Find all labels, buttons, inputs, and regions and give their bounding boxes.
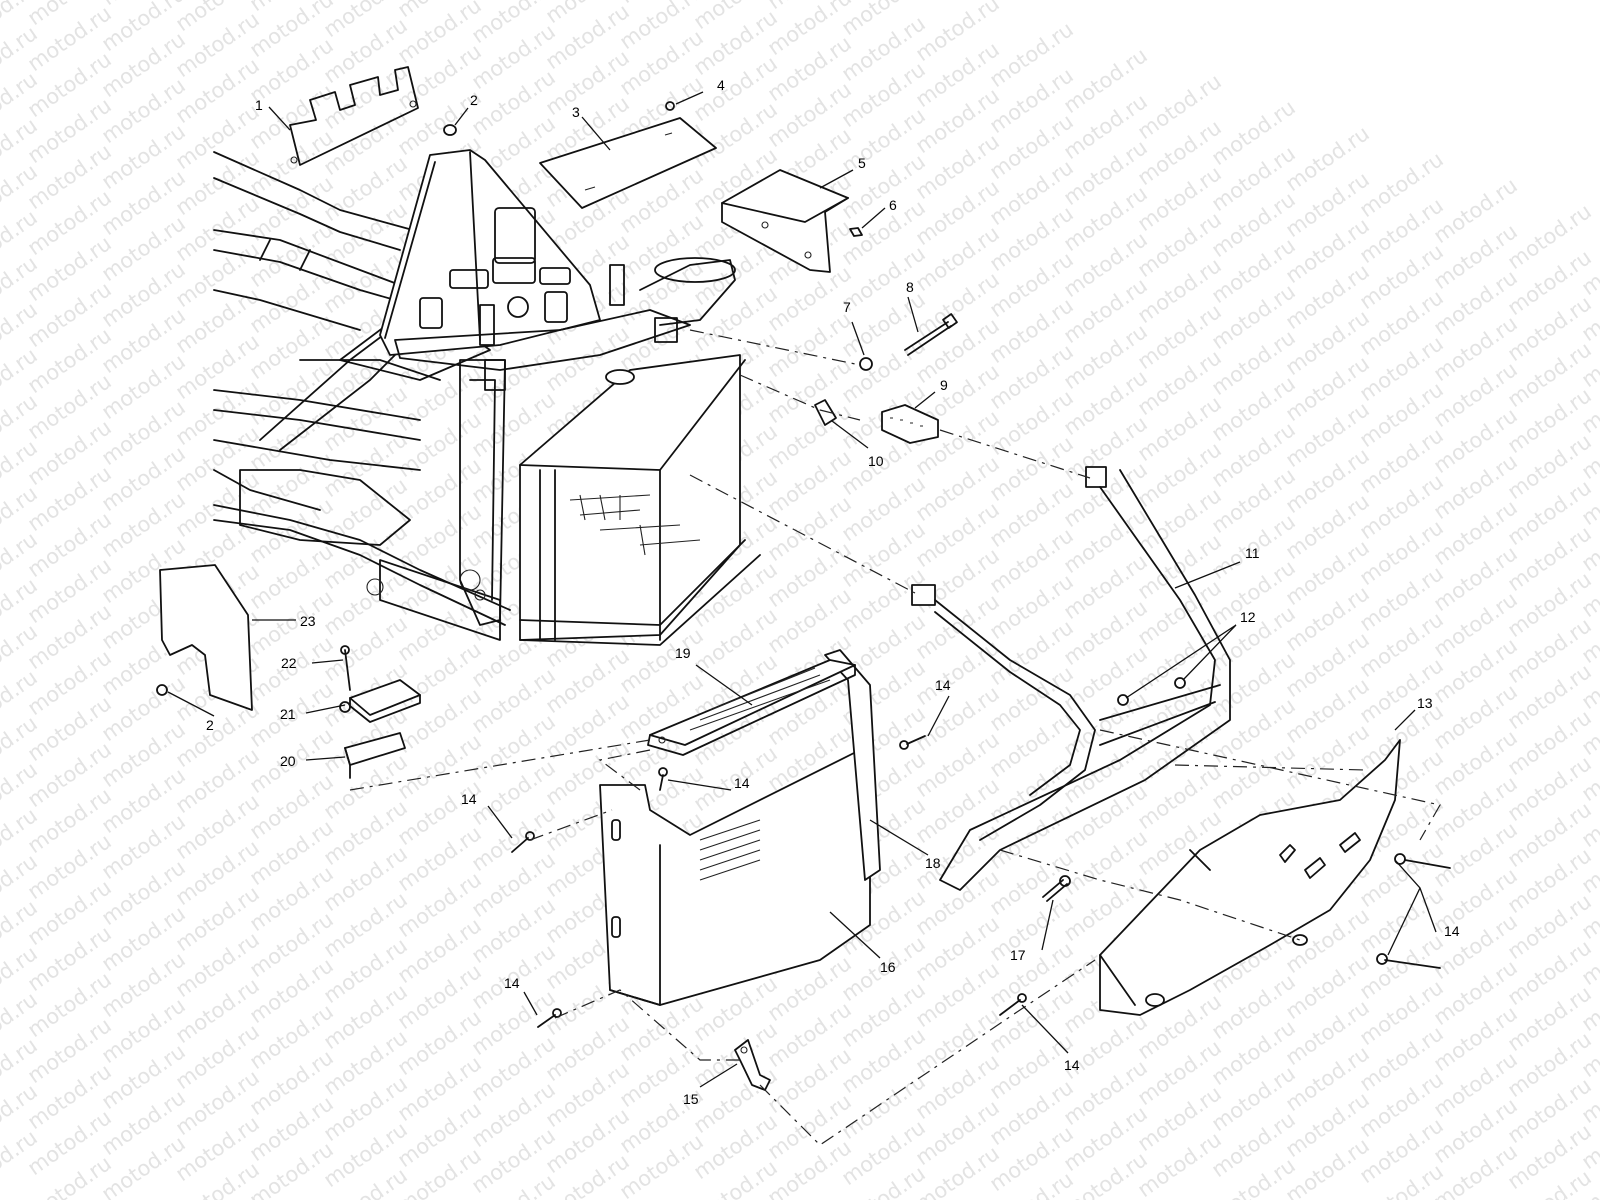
- callout-labels: 1 2 2 3 4 5 6 7 8 9 10 11 12 13 14 14 14…: [206, 77, 1460, 1107]
- callout-4: 4: [717, 77, 725, 93]
- part-5-cover: [721, 169, 849, 273]
- callout-14f: 14: [1444, 923, 1460, 939]
- chassis-frame: [213, 151, 511, 641]
- callout-23: 23: [300, 613, 316, 629]
- callout-2a: 2: [470, 92, 478, 108]
- callout-15: 15: [683, 1091, 699, 1107]
- part-2-plug-lower: [156, 684, 168, 696]
- callout-14e: 14: [1064, 1057, 1080, 1073]
- part-6-bolt: [849, 227, 863, 237]
- callout-12: 12: [1240, 609, 1256, 625]
- leader-lines: [167, 91, 1437, 1088]
- callout-21: 21: [280, 706, 296, 722]
- part-10-clip: [814, 399, 837, 426]
- callout-7: 7: [843, 299, 851, 315]
- callout-17: 17: [1010, 947, 1026, 963]
- callout-13: 13: [1417, 695, 1433, 711]
- callout-8: 8: [906, 279, 914, 295]
- callout-14a: 14: [935, 677, 951, 693]
- front-bulkhead: [379, 149, 736, 626]
- part-17-bolt: [1042, 875, 1071, 902]
- callout-1: 1: [255, 97, 263, 113]
- assembly-lines: [349, 329, 1441, 1146]
- callout-9: 9: [940, 377, 948, 393]
- part-9-block: [881, 404, 939, 444]
- callout-3: 3: [572, 104, 580, 120]
- callout-20: 20: [280, 753, 296, 769]
- part-23-shield: [159, 564, 253, 711]
- part-21-clamp: [339, 679, 421, 723]
- part-13-skid-plate: [1099, 739, 1401, 1016]
- callout-14b: 14: [734, 775, 750, 791]
- part-1-bracket: [289, 66, 419, 166]
- callout-5: 5: [858, 155, 866, 171]
- part-15-link: [734, 1039, 771, 1091]
- callout-6: 6: [889, 197, 897, 213]
- callout-18: 18: [925, 855, 941, 871]
- callout-11: 11: [1245, 545, 1260, 561]
- part-8-bolt: [904, 313, 958, 356]
- part-7-washer: [859, 357, 873, 371]
- callout-14c: 14: [461, 791, 477, 807]
- fasteners-14: [511, 735, 1451, 1028]
- callout-2b: 2: [206, 717, 214, 733]
- heat-exchanger: [519, 354, 761, 646]
- part-11-bumper: [911, 466, 1231, 891]
- part-3-panel: [539, 117, 717, 209]
- callout-16: 16: [880, 959, 896, 975]
- part-22-screw: [340, 645, 351, 691]
- callout-19: 19: [675, 645, 691, 661]
- part-4-screw: [665, 101, 675, 111]
- callout-22: 22: [281, 655, 297, 671]
- callout-14d: 14: [504, 975, 520, 991]
- part-18-side-bracket: [824, 649, 881, 881]
- callout-10: 10: [868, 453, 884, 469]
- part-19-top-plate: [647, 659, 856, 756]
- part-2-plug-top: [443, 124, 457, 136]
- part-20-angle-bracket: [344, 732, 406, 779]
